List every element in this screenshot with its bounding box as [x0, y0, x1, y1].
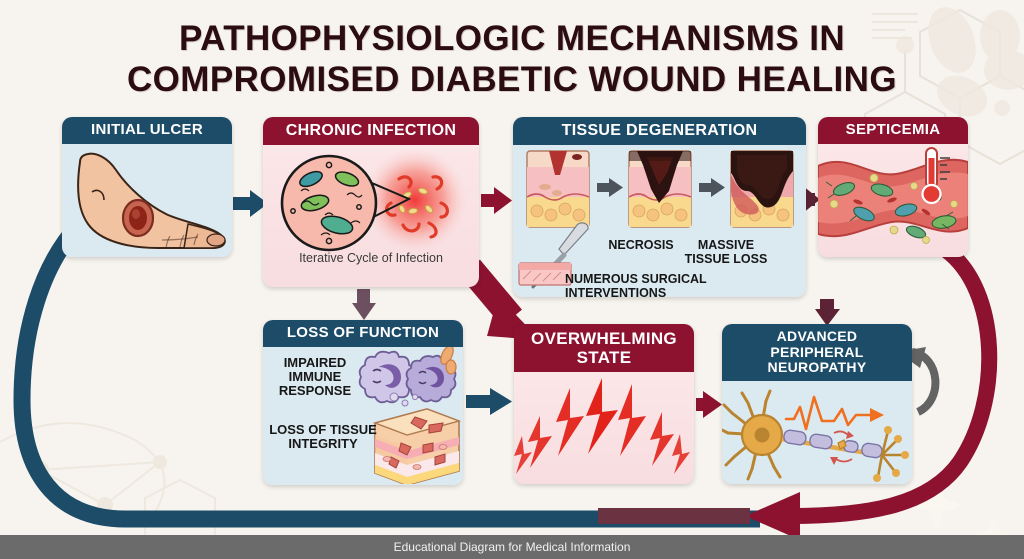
card-tissue-degeneration-body: NECROSIS MASSIVE TISSUE LOSS NUMEROUS SU… — [513, 144, 806, 297]
label-surgical-line2: INTERVENTIONS — [565, 285, 667, 297]
title-line-1: PATHOPHYSIOLOGIC MECHANISMS IN — [178, 19, 845, 58]
page-title: PATHOPHYSIOLOGIC MECHANISMS IN COMPROMIS… — [0, 18, 1024, 101]
card-loss-of-function-header: LOSS OF FUNCTION — [263, 320, 463, 347]
bacteria-in-bloodstream-with-thermometer-illustration — [818, 146, 968, 244]
card-neuropathy-header: ADVANCED PERIPHERAL NEUROPATHY — [722, 324, 912, 382]
neuropathy-header-line1: ADVANCED PERIPHERAL — [770, 328, 864, 360]
label-tissue-line1: LOSS OF TISSUE — [269, 421, 377, 437]
diabetic-foot-ulcer-illustration — [77, 152, 226, 249]
card-septicemia[interactable]: SEPTICEMIA — [818, 117, 968, 257]
label-tissue-line2: INTEGRITY — [288, 436, 358, 452]
arrow-overwhelming-to-neuropathy — [696, 391, 722, 418]
overwhelming-header-line1: OVERWHELMING — [531, 329, 677, 348]
card-septicemia-header: SEPTICEMIA — [818, 117, 968, 144]
damaged-skin-block-illustration — [372, 407, 462, 484]
label-impaired-immune-response: IMPAIRED IMMUNE RESPONSE — [269, 354, 361, 399]
label-massive-line1: MASSIVE — [697, 237, 755, 252]
card-overwhelming-state-header: OVERWHELMING STATE — [514, 324, 694, 373]
card-initial-ulcer-header: INITIAL ULCER — [62, 117, 232, 144]
card-overwhelming-state[interactable]: OVERWHELMING STATE — [514, 324, 694, 484]
stage-arrow-2 — [699, 177, 725, 197]
footer-bar: Educational Diagram for Medical Informat… — [0, 535, 1024, 559]
label-massive-line2: TISSUE LOSS — [684, 251, 768, 266]
card-tissue-degeneration[interactable]: TISSUE DEGENERATION — [513, 117, 806, 297]
label-impaired-line2: IMMUNE — [288, 369, 342, 385]
arrow-infection-to-loss-of-function — [352, 289, 376, 320]
arrow-loss-of-function-to-overwhelming — [466, 388, 512, 415]
overwhelming-header-line2: STATE — [576, 348, 632, 368]
label-loss-of-tissue-integrity: LOSS OF TISSUE INTEGRITY — [265, 421, 381, 452]
label-surgical-line1: NUMEROUS SURGICAL — [565, 271, 707, 286]
label-necrosis: NECROSIS — [608, 237, 674, 252]
arrow-degeneration-to-neuropathy — [815, 299, 840, 326]
card-initial-ulcer-body — [62, 143, 232, 257]
card-chronic-infection[interactable]: CHRONIC INFECTION — [263, 117, 479, 287]
label-impaired-line3: RESPONSE — [278, 383, 352, 399]
label-surgical-interventions: NUMEROUS SURGICAL INTERVENTIONS — [565, 271, 751, 297]
label-impaired-line1: IMPAIRED — [283, 354, 347, 370]
card-advanced-peripheral-neuropathy[interactable]: ADVANCED PERIPHERAL NEUROPATHY — [722, 324, 912, 484]
card-initial-ulcer[interactable]: INITIAL ULCER — [62, 117, 232, 257]
card-chronic-infection-header: CHRONIC INFECTION — [263, 117, 479, 145]
card-loss-of-function[interactable]: LOSS OF FUNCTION — [263, 320, 463, 485]
title-line-2: COMPROMISED DIABETIC WOUND HEALING — [127, 60, 897, 100]
arrow-infection-to-degeneration — [481, 187, 512, 214]
damaged-neuron-with-erratic-signal-illustration — [722, 389, 909, 483]
card-chronic-infection-body: Iterative Cycle of Infection — [263, 144, 479, 287]
footer-text: Educational Diagram for Medical Informat… — [393, 540, 631, 554]
label-massive-tissue-loss: MASSIVE TISSUE LOSS — [683, 237, 769, 267]
neuropathy-header-line2: NEUROPATHY — [767, 359, 867, 376]
bacteria-magnified-inflammation-illustration — [280, 147, 467, 252]
card-overwhelming-state-body — [514, 372, 694, 484]
card-septicemia-body — [818, 143, 968, 257]
card-tissue-degeneration-header: TISSUE DEGENERATION — [513, 117, 806, 145]
card-neuropathy-body — [722, 381, 912, 484]
stage-arrow-1 — [597, 177, 623, 197]
red-lightning-burst-illustration — [514, 378, 690, 475]
erratic-signal-icon — [784, 395, 884, 431]
chronic-infection-caption: Iterative Cycle of Infection — [299, 250, 443, 265]
card-loss-of-function-body: IMPAIRED IMMUNE RESPONSE LOSS OF TISSUE … — [263, 346, 463, 485]
